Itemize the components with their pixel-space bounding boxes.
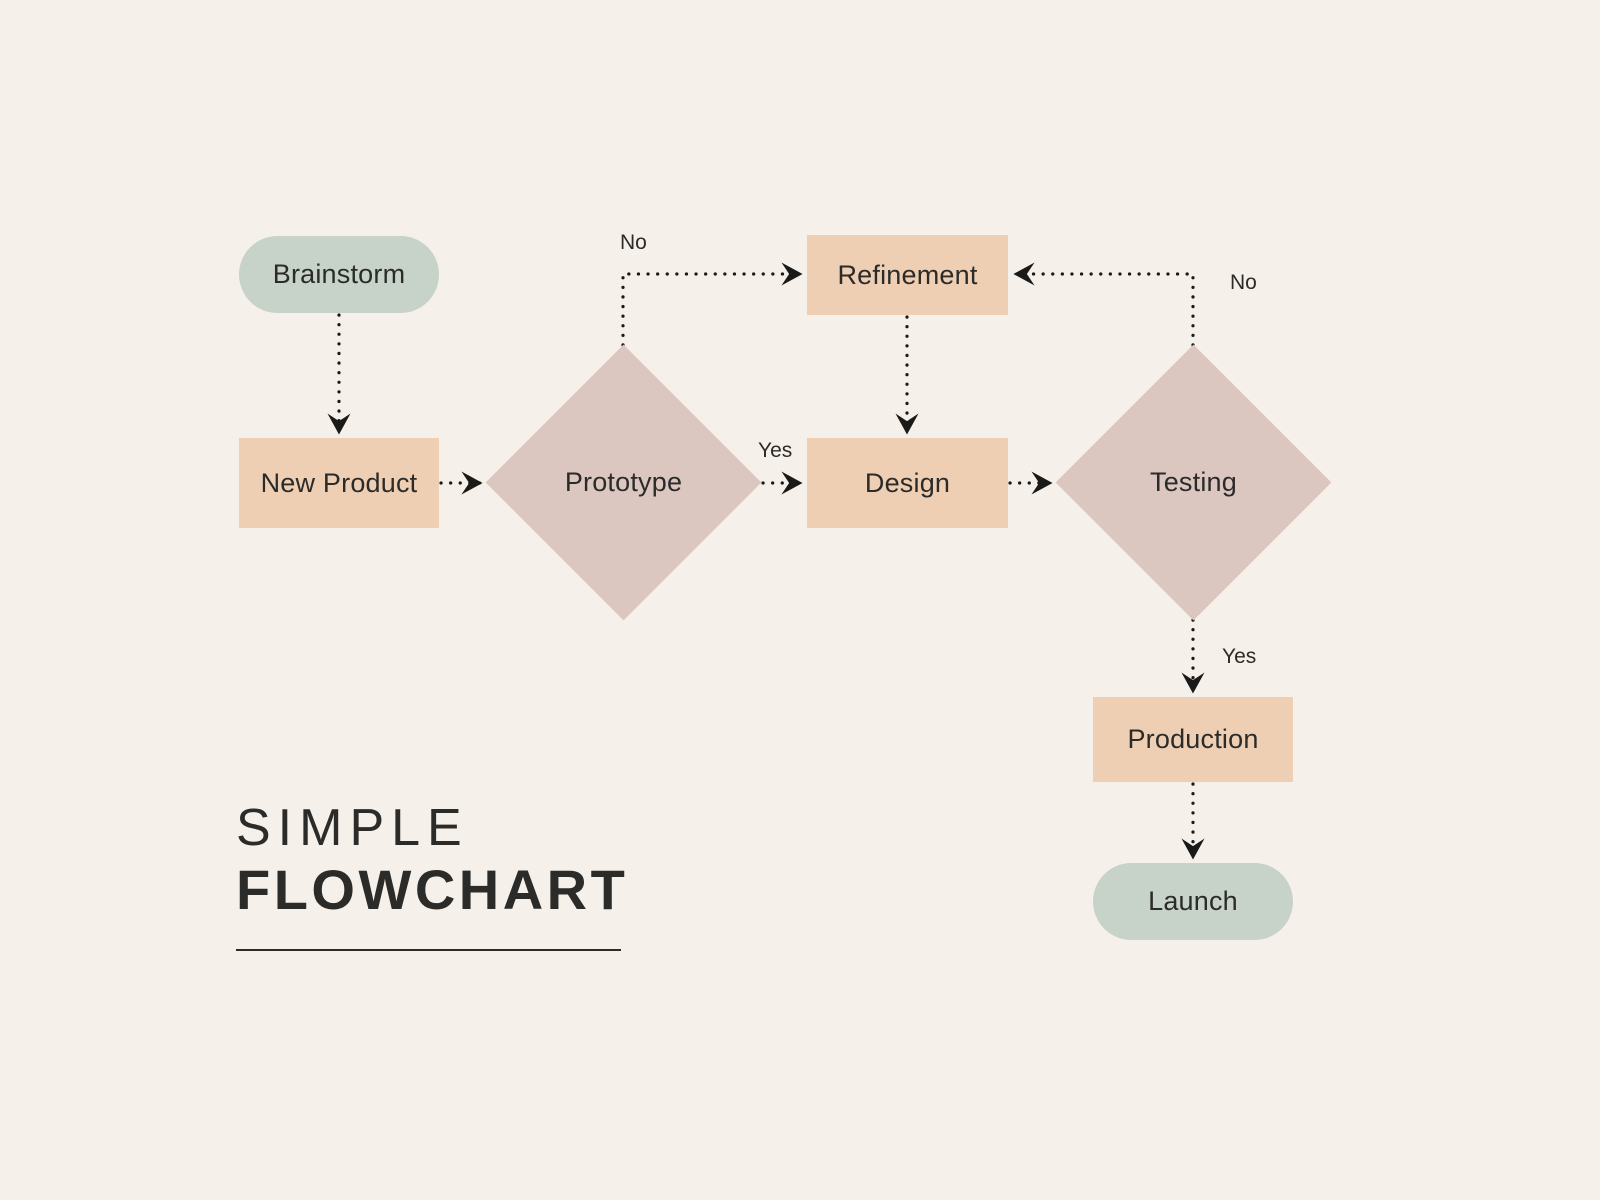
title-line-2: FLOWCHART bbox=[236, 858, 629, 922]
node-launch[interactable]: Launch bbox=[1093, 863, 1293, 940]
node-new-product[interactable]: New Product bbox=[239, 438, 439, 528]
node-design[interactable]: Design bbox=[807, 438, 1008, 528]
node-prototype[interactable]: Prototype bbox=[485, 344, 762, 621]
edge-label-prototype-yes: Yes bbox=[758, 439, 793, 462]
node-label-refinement: Refinement bbox=[837, 259, 978, 290]
node-label-new-product: New Product bbox=[260, 467, 418, 498]
edge-label-prototype-no: No bbox=[620, 231, 647, 254]
edge-testing-no-to-refinement bbox=[1013, 262, 1195, 347]
edge-label-testing-no: No bbox=[1230, 271, 1257, 294]
node-label-launch: Launch bbox=[1148, 886, 1238, 916]
node-label-production: Production bbox=[1127, 724, 1259, 754]
title-underline-rule bbox=[236, 948, 621, 951]
node-testing[interactable]: Testing bbox=[1055, 344, 1332, 621]
node-label-design: Design bbox=[864, 467, 951, 498]
node-brainstorm[interactable]: Brainstorm bbox=[239, 236, 439, 313]
title-line-1: SIMPLE bbox=[236, 799, 469, 857]
title-block: SIMPLE FLOWCHART bbox=[236, 800, 656, 951]
edge-label-testing-yes: Yes bbox=[1222, 645, 1257, 668]
edge-prototype-no-to-refinement bbox=[621, 262, 803, 347]
node-label-brainstorm: Brainstorm bbox=[272, 259, 406, 289]
node-label-prototype: Prototype bbox=[564, 467, 683, 497]
node-label-testing: Testing bbox=[1150, 467, 1237, 497]
node-production[interactable]: Production bbox=[1093, 697, 1293, 782]
node-refinement[interactable]: Refinement bbox=[807, 235, 1008, 315]
